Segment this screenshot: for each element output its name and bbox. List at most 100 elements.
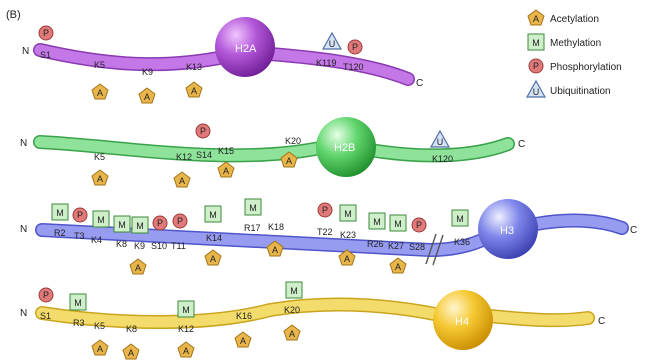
h2a-c-terminus: C [416,78,423,89]
ubiquitination-mark: U [429,129,451,148]
h2a-c-tail [264,48,414,85]
mark-letter: U [329,39,336,49]
acetylation-mark: A [173,171,191,188]
mark-letter: M [344,209,352,219]
mark-letter: M [118,220,126,230]
methylation-icon [69,293,87,311]
acetylation-icon [338,249,356,266]
methylation-mark: M [244,198,262,216]
h2b-site: K15 [218,146,234,156]
mark-letter: P [322,205,328,215]
mark-letter: U [437,137,444,147]
h4-c-tail [484,310,594,326]
mark-letter: P [77,210,83,220]
panel-label: (B) [6,9,21,21]
acetylation-icon [217,161,235,178]
h3-site: T3 [74,231,85,241]
acetylation-icon [177,341,195,358]
methylation-icon [113,215,131,233]
h3-site: K14 [206,233,222,243]
methylation-icon [451,209,469,227]
h3-site: T11 [171,241,186,251]
mark-letter: A [210,254,216,264]
mark-letter: M [209,210,217,220]
h3-name: H3 [500,225,514,237]
phosphorylation-icon [172,213,188,229]
mark-letter: A [272,245,278,255]
acetylation-icon [91,339,109,356]
acetylation-mark: A [283,324,301,341]
h2b-tail [34,136,326,161]
h4-site: R3 [73,318,85,328]
methylation-mark: M [51,203,69,221]
mark-letter: A [344,254,350,264]
h3-site: K23 [340,230,356,240]
methylation-icon [51,203,69,221]
mark-letter: A [144,92,150,102]
h3-site: R2 [54,228,66,238]
h4-site: S1 [40,311,51,321]
phosphorylation-mark: P [411,217,427,233]
methylation-mark: M [131,216,149,234]
h2b-n-terminus: N [20,138,27,149]
mark-letter: A [286,156,292,166]
mark-letter: M [136,221,144,231]
methylation-mark: M [368,212,386,230]
mark-letter: A [289,329,295,339]
h2a-site: K13 [186,62,202,72]
mark-letter: M [456,214,464,224]
mark-letter: A [179,176,185,186]
h2b-site: S14 [196,150,212,160]
phosphorylation-mark: P [317,202,333,218]
methylation-mark: M [339,204,357,222]
mark-letter: M [97,215,105,225]
acetylation-icon [129,258,147,275]
acetylation-mark: A [217,161,235,178]
methylation-icon [244,198,262,216]
mark-letter: M [249,203,257,213]
acetylation-icon [527,9,545,26]
mark-letter: M [290,286,298,296]
h4-c-terminus: C [598,316,605,327]
h3-site: R17 [244,223,261,233]
mark-letter: A [395,262,401,272]
methylation-mark: M [92,210,110,228]
acetylation-icon [204,249,222,266]
phosphorylation-mark: P [38,25,54,41]
mark-letter: P [43,28,49,38]
legend-item-phosphorylation: P Phosphorylation [528,58,622,74]
phosphorylation-mark: P [195,123,211,139]
h3-break-mark [432,234,444,266]
acetylation-mark: A [204,249,222,266]
acetylation-icon [234,331,252,348]
h2a-site: K5 [94,60,105,70]
methylation-mark: M [177,300,195,318]
phosphorylation-mark: P [152,215,168,231]
methylation-icon [339,204,357,222]
h3-site: K18 [268,222,284,232]
h2a-n-terminus: N [22,46,29,57]
methylation-mark: M [389,214,407,232]
ubiquitination-icon [525,79,547,98]
h2a-name: H2A [235,43,257,55]
mark-letter: A [135,263,141,273]
ubiquitination-mark: U [321,31,343,50]
phosphorylation-icon [347,39,363,55]
legend-letter: P [533,61,539,71]
legend: A Acetylation M Methylation P Phosphoryl… [525,9,622,98]
legend-label: Acetylation [550,14,599,25]
h3-site: K36 [454,237,470,247]
methylation-icon [527,33,545,51]
mark-letter: A [128,348,134,358]
mark-letter: P [352,42,358,52]
h4-site: K12 [178,324,194,334]
h2b-name: H2B [334,142,355,154]
phosphorylation-icon [38,25,54,41]
h2a-marks: P A A A U P [38,25,363,104]
phosphorylation-mark: P [347,39,363,55]
h2b-marks: A A P A A U [91,123,451,188]
mark-letter: A [97,174,103,184]
mark-letter: A [191,86,197,96]
mark-letter: M [373,217,381,227]
